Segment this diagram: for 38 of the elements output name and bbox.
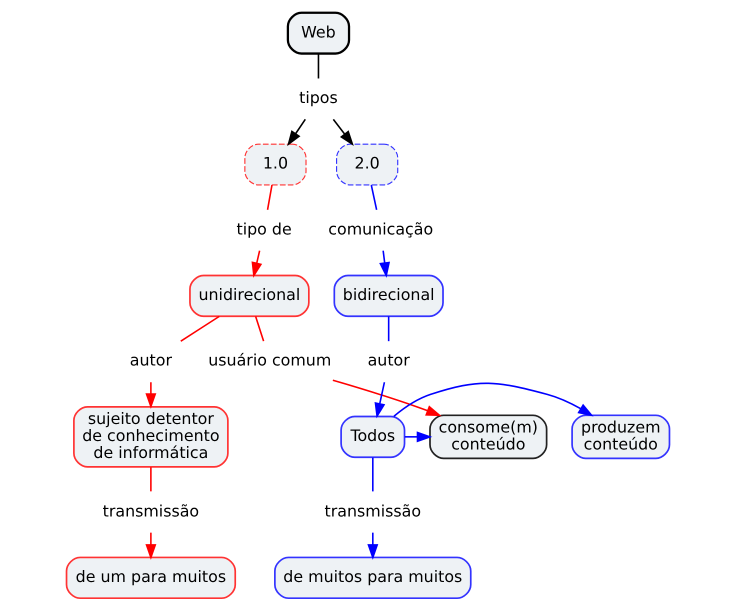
node-text: usuário comum (208, 350, 331, 370)
node-text: tipo de (236, 219, 292, 238)
node-box: de um para muitos (65, 556, 236, 600)
connector (372, 458, 374, 492)
arrow (144, 382, 156, 409)
arrow (378, 250, 390, 278)
node-text: autor (129, 350, 172, 370)
arrow (374, 382, 385, 418)
node-text: tipos (298, 88, 338, 108)
connector (387, 316, 389, 342)
node-text: transmissão (102, 501, 199, 520)
connector (180, 316, 220, 342)
arrow (144, 532, 156, 560)
arrow (286, 118, 306, 146)
node-box: Todos (340, 416, 405, 458)
connector (370, 184, 377, 210)
node-box: Web (286, 12, 350, 55)
node-text: autor (367, 350, 410, 370)
node-text: comunicação (328, 219, 433, 238)
node-text: transmissão (324, 501, 421, 520)
connector (266, 184, 272, 210)
connector (317, 54, 319, 78)
node-box: consome(m) conteúdo (428, 414, 547, 460)
connector (150, 467, 152, 492)
arrow (251, 250, 262, 278)
node-box: sujeito detentor de conhecimento de informática (72, 406, 228, 468)
node-box: unidirecional (188, 274, 310, 318)
node-box: 2.0 (336, 144, 398, 186)
arrow (404, 431, 432, 442)
arrow (392, 382, 594, 417)
arrow (332, 118, 354, 146)
node-box: produzem conteúdo (570, 414, 670, 460)
connector (254, 316, 264, 342)
node-box: de muitos para muitos (274, 556, 472, 600)
node-box: bidirecional (332, 274, 444, 318)
node-box: 1.0 (244, 144, 306, 186)
arrow (366, 532, 378, 560)
arrow (332, 379, 442, 416)
